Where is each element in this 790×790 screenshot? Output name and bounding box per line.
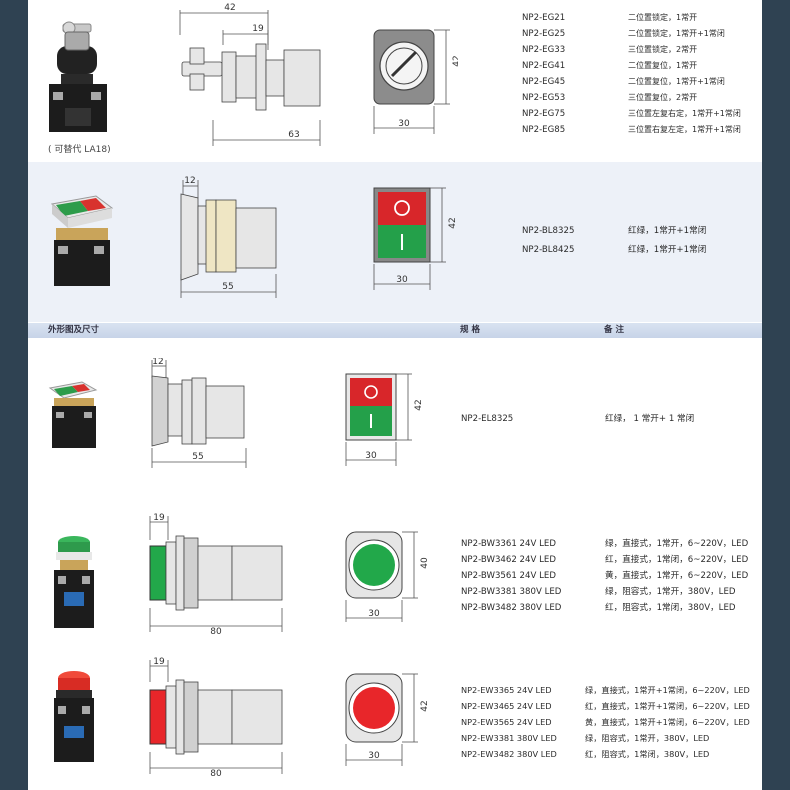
- green-lamp-front-drawing: 40 30: [345, 531, 430, 622]
- note-item: 绿，直接式，1常开+1常闭，6~220V，LED: [585, 685, 750, 695]
- model-item: NP2-EG25: [522, 29, 566, 39]
- dim-side-key: 19: [252, 24, 264, 34]
- header-note: 备 注: [604, 325, 624, 335]
- model-item: NP2-BW3561 24V LED: [461, 571, 556, 581]
- green-lamp-photo: [54, 536, 94, 628]
- note-item: 三位置复位，2常开: [628, 93, 698, 102]
- note-item: 二位置锁定，1常开+1常闭: [628, 29, 725, 38]
- key-switch-photo: [49, 21, 107, 132]
- note-item: 二位置复位，1常开: [628, 61, 698, 70]
- note-item: 红绿，1常开+1常闭: [628, 244, 707, 255]
- note-item: 三位置锁定，2常开: [628, 45, 698, 54]
- key-switch-front-drawing: 42 30: [373, 29, 458, 134]
- dim-front-height: 40: [420, 557, 430, 569]
- double-button-bl-notes: 红绿，1常开+1常闭 红绿，1常开+1常闭: [628, 222, 706, 259]
- double-button-bl-front-drawing: 42 30: [373, 187, 458, 290]
- model-item: NP2-EG33: [522, 45, 566, 55]
- dim-side-head: 12: [152, 358, 163, 367]
- header-spec: 规 格: [460, 325, 480, 335]
- model-item: NP2-EG41: [522, 61, 566, 71]
- note-item: 绿，阻容式，1常开，380V，LED: [605, 587, 736, 597]
- double-button-bl-models: NP2-BL8325 NP2-BL8425: [522, 222, 574, 259]
- dim-side-width: 42: [224, 3, 235, 13]
- note-item: 绿，直接式，1常开，6~220V，LED: [605, 539, 749, 549]
- model-item: NP2-EW3381 380V LED: [461, 733, 557, 743]
- green-lamp-models: NP2-BW3361 24V LED NP2-BW3462 24V LED NP…: [461, 536, 561, 616]
- double-button-el-models: NP2-EL8325: [461, 410, 513, 429]
- red-lamp-photo: [54, 671, 94, 762]
- note-item: 三位置右复左定，1常开+1常闭: [628, 125, 741, 134]
- dim-front-height: 42: [452, 55, 458, 66]
- double-button-el-side-drawing: 12 55: [151, 358, 247, 468]
- double-button-photo: [50, 195, 114, 286]
- red-lamp-front-drawing: 42 30: [345, 673, 430, 766]
- row-double-button-bl: 12 55 42 30 NP2-BL8325 NP2-BL8425 红绿，1常开…: [28, 162, 762, 322]
- dim-front-height: 42: [448, 217, 458, 228]
- note-item: 红绿，1常开+1常闭: [628, 226, 707, 236]
- red-lamp-notes: 绿，直接式，1常开+1常闭，6~220V，LED 红，直接式，1常开+1常闭，6…: [585, 682, 750, 762]
- key-switch-caption: ( 可替代 LA18): [48, 145, 111, 155]
- note-item: 黄，直接式，1常开，6~220V，LED: [605, 571, 749, 581]
- model-item: NP2-EL8325: [461, 414, 514, 424]
- double-button-el-photo: [48, 381, 98, 448]
- row-key-switch: ( 可替代 LA18) 42 19 63: [28, 0, 762, 160]
- model-item: NP2-EG85: [522, 125, 566, 135]
- note-item: 二位置复位，1常开+1常闭: [628, 77, 725, 86]
- model-item: NP2-BW3482 380V LED: [461, 603, 562, 613]
- dim-side-length: 55: [222, 282, 233, 292]
- header-outline: 外形图及尺寸: [48, 325, 100, 335]
- note-item: 红，阻容式，1常闭，380V，LED: [605, 603, 736, 613]
- note-item: 红，阻容式，1常闭，380V，LED: [585, 749, 710, 759]
- catalog-sheet: ( 可替代 LA18) 42 19 63: [28, 0, 762, 790]
- key-switch-models: NP2-EG21 NP2-EG25 NP2-EG33 NP2-EG41 NP2-…: [522, 10, 565, 138]
- dim-front-width: 30: [396, 275, 408, 285]
- dim-side-length: 80: [210, 627, 222, 636]
- dim-front-width: 30: [368, 609, 380, 619]
- dim-side-head: 19: [153, 513, 165, 523]
- model-item: NP2-BW3462 24V LED: [461, 555, 556, 565]
- double-button-bl-side-drawing: 12 55: [180, 176, 277, 298]
- dim-side-head: 19: [153, 657, 165, 667]
- note-item: 红绿， 1 常开+ 1 常闭: [605, 414, 695, 424]
- model-item: NP2-BW3361 24V LED: [461, 539, 556, 549]
- green-lamp-side-drawing: 19 80: [149, 513, 283, 636]
- model-item: NP2-BL8325: [522, 226, 575, 236]
- row-lamp-green-bw: 19 80 40 30 NP2-BW3361 24V LED NP2-BW346…: [28, 506, 762, 646]
- model-item: NP2-EW3565 24V LED: [461, 717, 552, 727]
- note-item: 红，直接式，1常闭，6~220V，LED: [605, 555, 749, 565]
- red-lamp-side-drawing: 19 80: [149, 657, 283, 779]
- row-lamp-red-ew: 19 80 42 30 NP2-EW3365 24V LED NP2-EW346…: [28, 652, 762, 790]
- dim-side-length: 63: [288, 130, 299, 140]
- table-header: 外形图及尺寸 规 格 备 注: [28, 323, 762, 338]
- model-item: NP2-EW3365 24V LED: [461, 685, 552, 695]
- double-button-el-notes: 红绿， 1 常开+ 1 常闭: [605, 410, 694, 429]
- dim-side-head: 12: [184, 176, 195, 186]
- key-switch-notes: 二位置锁定，1常开 二位置锁定，1常开+1常闭 三位置锁定，2常开 二位置复位，…: [628, 10, 741, 138]
- dim-front-height: 42: [420, 700, 430, 711]
- model-item: NP2-BW3381 380V LED: [461, 587, 562, 597]
- dim-front-width: 30: [368, 751, 380, 761]
- dim-side-length: 55: [192, 452, 203, 462]
- note-item: 二位置锁定，1常开: [628, 13, 698, 22]
- dim-front-width: 30: [365, 451, 377, 461]
- model-item: NP2-EG53: [522, 93, 566, 103]
- red-lamp-models: NP2-EW3365 24V LED NP2-EW3465 24V LED NP…: [461, 682, 557, 762]
- green-lamp-notes: 绿，直接式，1常开，6~220V，LED 红，直接式，1常闭，6~220V，LE…: [605, 536, 748, 616]
- dim-front-height: 42: [414, 399, 424, 410]
- key-switch-side-drawing: 42 19 63: [179, 3, 321, 146]
- note-item: 红，直接式，1常开+1常闭，6~220V，LED: [585, 701, 750, 711]
- model-item: NP2-EG21: [522, 13, 566, 23]
- dim-front-width: 30: [398, 119, 410, 129]
- model-item: NP2-EW3465 24V LED: [461, 701, 552, 711]
- double-button-el-front-drawing: 42 30: [345, 373, 424, 466]
- model-item: NP2-EW3482 380V LED: [461, 749, 557, 759]
- model-item: NP2-EG75: [522, 109, 566, 119]
- dim-side-length: 80: [210, 769, 222, 779]
- model-item: NP2-EG45: [522, 77, 566, 87]
- note-item: 黄，直接式，1常开+1常闭，6~220V，LED: [585, 717, 750, 727]
- note-item: 绿，阻容式，1常开，380V，LED: [585, 733, 710, 743]
- model-item: NP2-BL8425: [522, 244, 575, 255]
- note-item: 三位置左复右定，1常开+1常闭: [628, 109, 741, 118]
- row-double-button-el: 12 55 42 30 NP2-EL8325 红绿， 1 常开+ 1 常闭: [28, 346, 762, 476]
